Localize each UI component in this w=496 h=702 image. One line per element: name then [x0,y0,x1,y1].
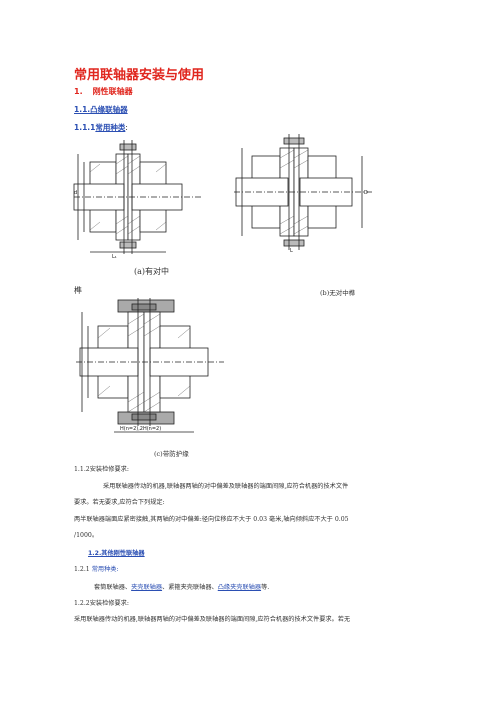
subsection-1-1-2-heading: 1.1.2安装检修要求: [74,466,129,473]
section-text: 刚性联轴器 [92,87,133,96]
subsection-1-2-2-heading: 1.2.2安装检修要求: [74,600,129,607]
dim-label-d: d [74,190,77,196]
section-heading-1-1: 1.1.凸缘联轴器 [74,105,128,114]
heading-number: 1.2.1 [74,566,92,573]
flange-clamp-coupling-link[interactable]: 凸缘夹壳联轴器 [217,584,262,591]
clamp-coupling-link[interactable]: 夹壳联轴器 [131,584,163,591]
section-heading-1-1-1: 1.1.1常用种类: [74,122,128,133]
section-heading-1-2: 1.2.其他刚性联轴器 [88,550,145,557]
paragraph-2-line-2: /1000。 [74,532,99,539]
dim-label-H: H(n=2),2H(n=2) [120,426,161,432]
coupling-types-line: 套筒联轴器、夹壳联轴器、紧箍夹壳联轴器、凸缘夹壳联轴器等. [94,582,269,593]
common-types-link[interactable]: 常用种类 [95,123,126,132]
figure-b-coupling-drawing: L D [234,134,372,254]
type-tight-clamp: 、紧箍夹壳联轴器、 [162,584,218,591]
figure-a-caption-line1: (a)有对中 [134,267,170,276]
paragraph-2-line-1: 两半联轴器端面应紧密接触,其两轴的对中偏差:径向位移应不大于 0.03 毫米,轴… [74,516,349,523]
section-heading-1: 1. 刚性联轴器 [74,86,133,97]
heading-number: 1.1.1 [74,123,96,132]
figure-a-caption-line2: 榫 [74,286,82,295]
subsection-1-2-1-heading: 1.2.1 常用种类: [74,564,119,575]
common-types-label: 常用种类: [91,566,119,573]
type-sleeve: 套筒联轴器、 [94,584,132,591]
figure-a-coupling-drawing: L₁ d [73,140,202,260]
heading-colon: : [125,123,128,132]
paragraph-1-line-1: 采用联轴器传动的机器,联轴器两轴的对中偏差及联轴器的端面间隙,应符合机器的技术文… [103,483,349,490]
paragraph-3-line-1: 采用联轴器传动的机器,联轴器两轴的对中偏差及联轴器的端面间隙,应符合机器的技术文… [74,616,351,623]
figure-c-coupling-drawing: H(n=2),2H(n=2) [76,298,224,433]
figure-b-caption: (b)无对中榫 [320,289,356,297]
dim-label-L1: L₁ [112,254,117,260]
type-end: 等. [261,584,270,591]
dim-label-L: L [290,248,293,254]
section-number: 1. [74,87,83,96]
page-title: 常用联轴器安装与使用 [74,68,205,83]
dim-label-D: D [364,190,368,196]
paragraph-1-line-2: 要求。若无要求,应符合下列规定: [74,499,165,506]
figure-c-caption: (c)带防护缘 [154,450,189,458]
